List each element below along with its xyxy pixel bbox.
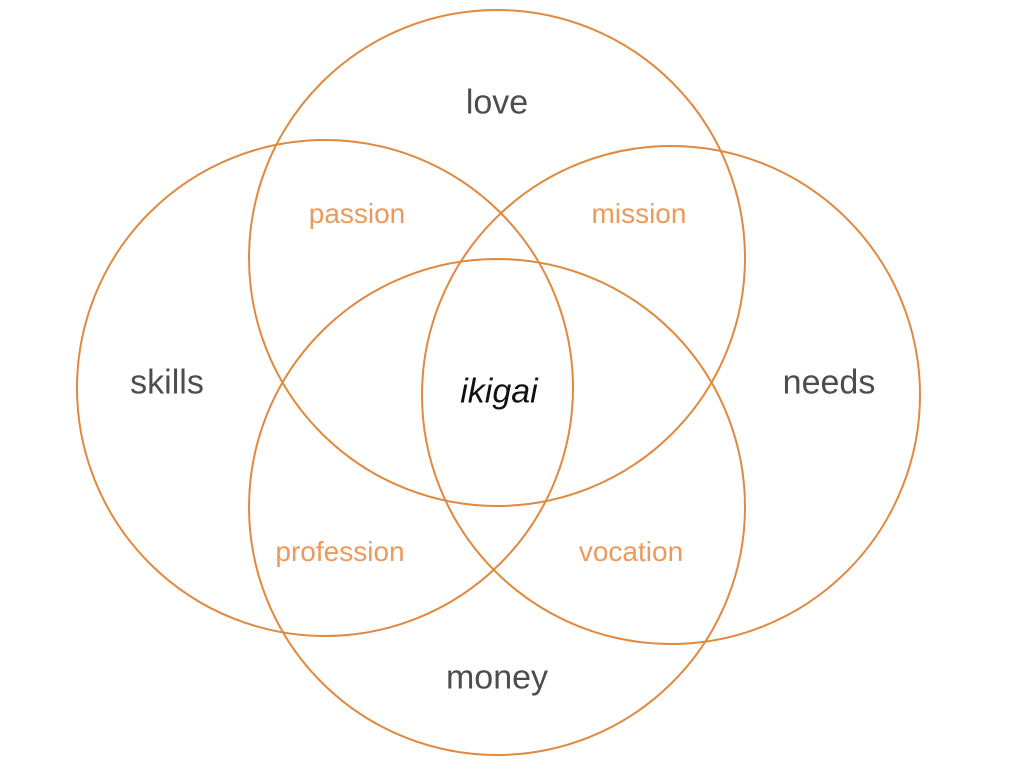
circle-needs bbox=[421, 145, 921, 645]
label-passion: passion bbox=[308, 198, 406, 229]
label-vocation: vocation bbox=[578, 536, 684, 567]
label-money: money bbox=[445, 658, 549, 697]
circle-skills bbox=[76, 139, 574, 637]
label-skills: skills bbox=[130, 363, 204, 402]
circle-love bbox=[248, 9, 746, 507]
label-mission: mission bbox=[591, 198, 687, 229]
label-love: love bbox=[465, 83, 529, 122]
circle-money bbox=[248, 258, 746, 756]
label-ikigai: ikigai bbox=[460, 372, 538, 411]
label-profession: profession bbox=[275, 536, 405, 567]
label-needs: needs bbox=[782, 363, 876, 402]
